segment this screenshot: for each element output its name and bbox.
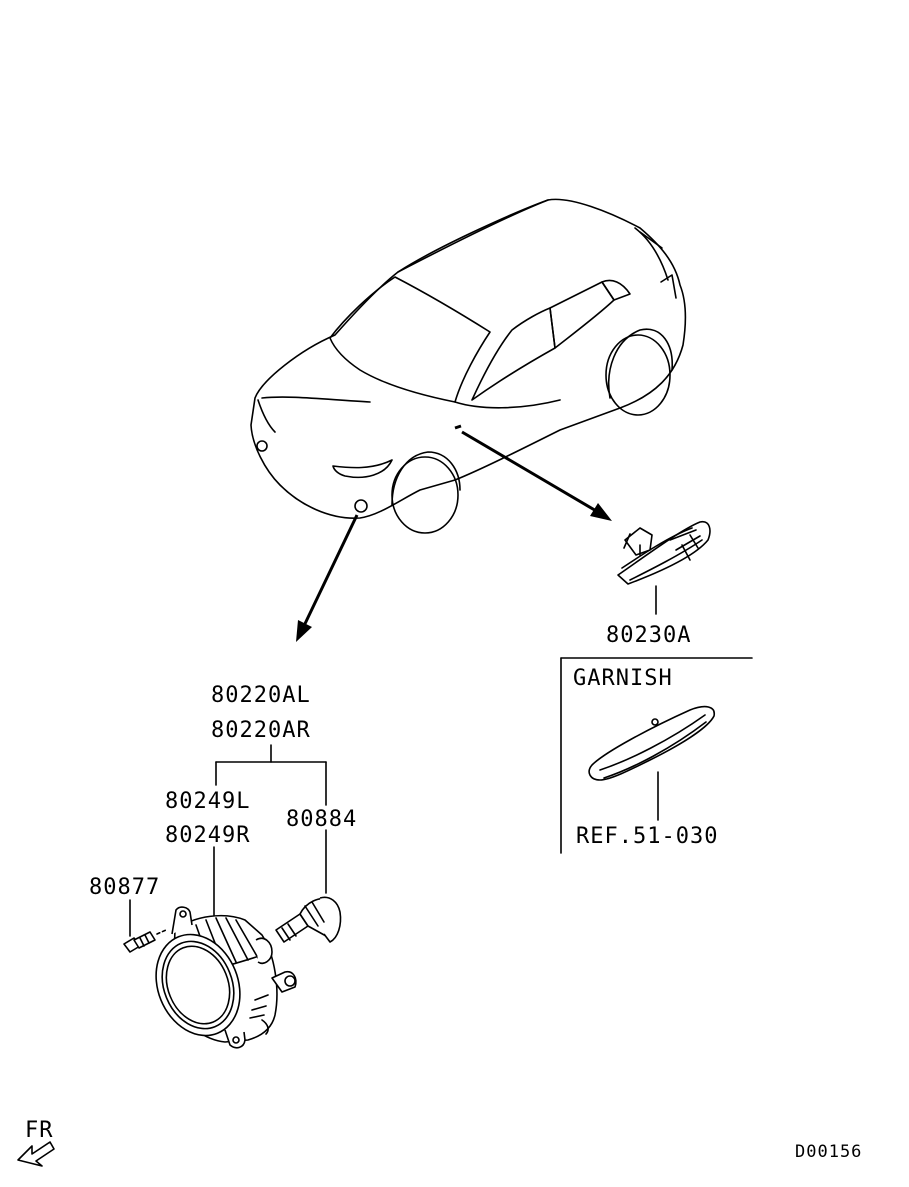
side-turn-lamp-label: 80230A [606,623,691,648]
fog-lamp-assembly [155,906,297,1049]
front-arrow-icon [17,1141,55,1167]
side-lamp-arrow [461,430,612,521]
garnish [588,705,715,781]
fog-lamp-label-r: 80220AR [211,718,311,743]
garnish-box [560,657,753,854]
screw [123,929,167,953]
garnish-title: GARNISH [573,666,673,691]
vehicle-outline [250,198,687,534]
garnish-ref-label: REF.51-030 [576,824,718,849]
bulb-label: 80884 [286,807,357,832]
bracket-label-r: 80249R [165,823,250,848]
fog-lamp-arrow [296,514,359,642]
screw-label: 80877 [89,875,160,900]
bulb [275,896,342,943]
side-turn-lamp [617,520,711,585]
fog-lamp-label-l: 80220AL [211,683,311,708]
bracket-label-l: 80249L [165,789,250,814]
diagram-code: D00156 [795,1142,862,1162]
front-indicator-label: FR [25,1118,54,1143]
fog-lamp-bracket-lines [129,744,327,937]
